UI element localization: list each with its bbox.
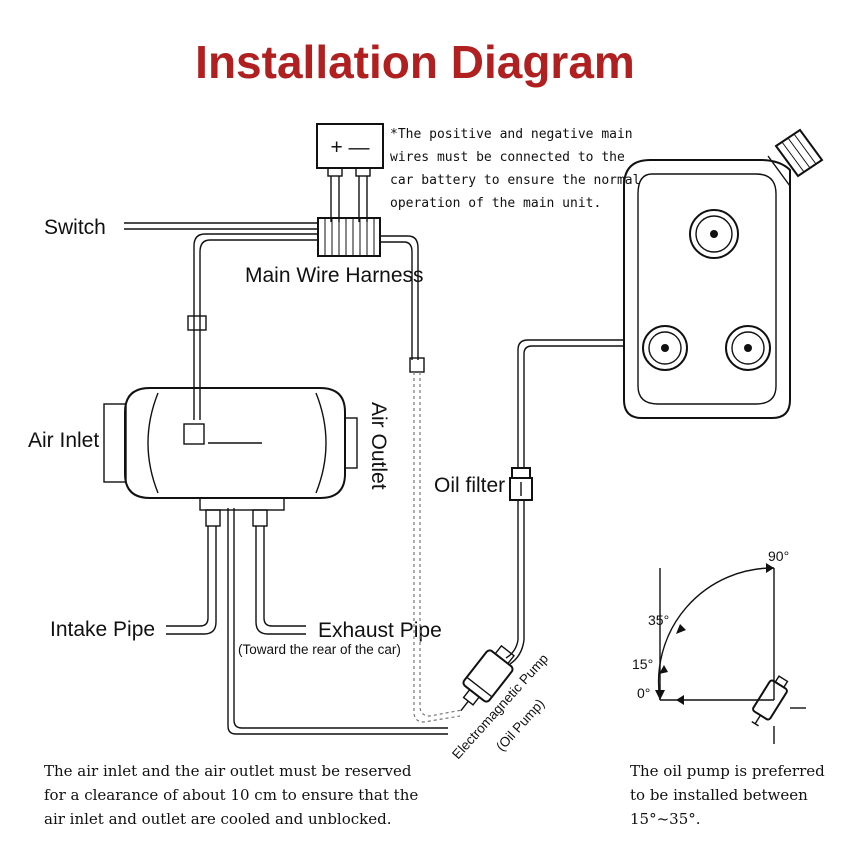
clearance-note-line: for a clearance of about 10 cm to ensure… xyxy=(44,786,418,804)
angle-35-label: 35° xyxy=(648,612,669,628)
clearance-note-line: air inlet and outlet are cooled and unbl… xyxy=(44,810,392,828)
clearance-note: The air inlet and the air outlet must be… xyxy=(44,762,418,828)
battery-note-line: wires must be connected to the xyxy=(390,150,625,165)
angle-pump-icon xyxy=(751,675,789,727)
switch-label: Switch xyxy=(44,216,106,239)
heater-unit xyxy=(103,387,358,527)
battery-note-line: car battery to ensure the normal xyxy=(390,173,640,188)
pump-note-line: to be installed between xyxy=(630,786,808,804)
pump-angle-diagram: 90° 35° 15° 0° xyxy=(632,548,806,744)
intake-pipe-label: Intake Pipe xyxy=(50,618,155,641)
pump-angle-note: The oil pump is preferred to be installe… xyxy=(630,762,825,828)
exhaust-direction-note: (Toward the rear of the car) xyxy=(238,642,401,657)
fuel-tank-cap xyxy=(767,128,824,187)
battery-note: *The positive and negative main wires mu… xyxy=(390,127,640,211)
air-outlet-label: Air Outlet xyxy=(367,402,390,490)
battery-polarity-label: + — xyxy=(330,136,369,159)
battery-note-line: operation of the main unit. xyxy=(390,196,601,211)
angle-90-label: 90° xyxy=(768,548,789,564)
page-title: Installation Diagram xyxy=(195,36,635,88)
air-inlet-label: Air Inlet xyxy=(28,429,99,452)
fuel-tank xyxy=(623,128,824,419)
oil-filter-label: Oil filter xyxy=(434,474,505,497)
angle-15-label: 15° xyxy=(632,656,653,672)
electromagnetic-pump xyxy=(460,644,515,712)
main-wire-harness-connector xyxy=(317,217,381,257)
angle-0-label: 0° xyxy=(637,685,650,701)
battery-note-line: *The positive and negative main xyxy=(390,127,633,142)
pump-note-line: The oil pump is preferred xyxy=(630,762,825,780)
exhaust-pipe-label: Exhaust Pipe xyxy=(318,619,442,642)
clearance-note-line: The air inlet and the air outlet must be… xyxy=(44,762,412,780)
main-wire-harness-label: Main Wire Harness xyxy=(245,264,424,287)
battery: + — xyxy=(316,123,384,222)
pump-note-line: 15°~35°. xyxy=(630,810,701,828)
oil-filter xyxy=(509,467,533,501)
